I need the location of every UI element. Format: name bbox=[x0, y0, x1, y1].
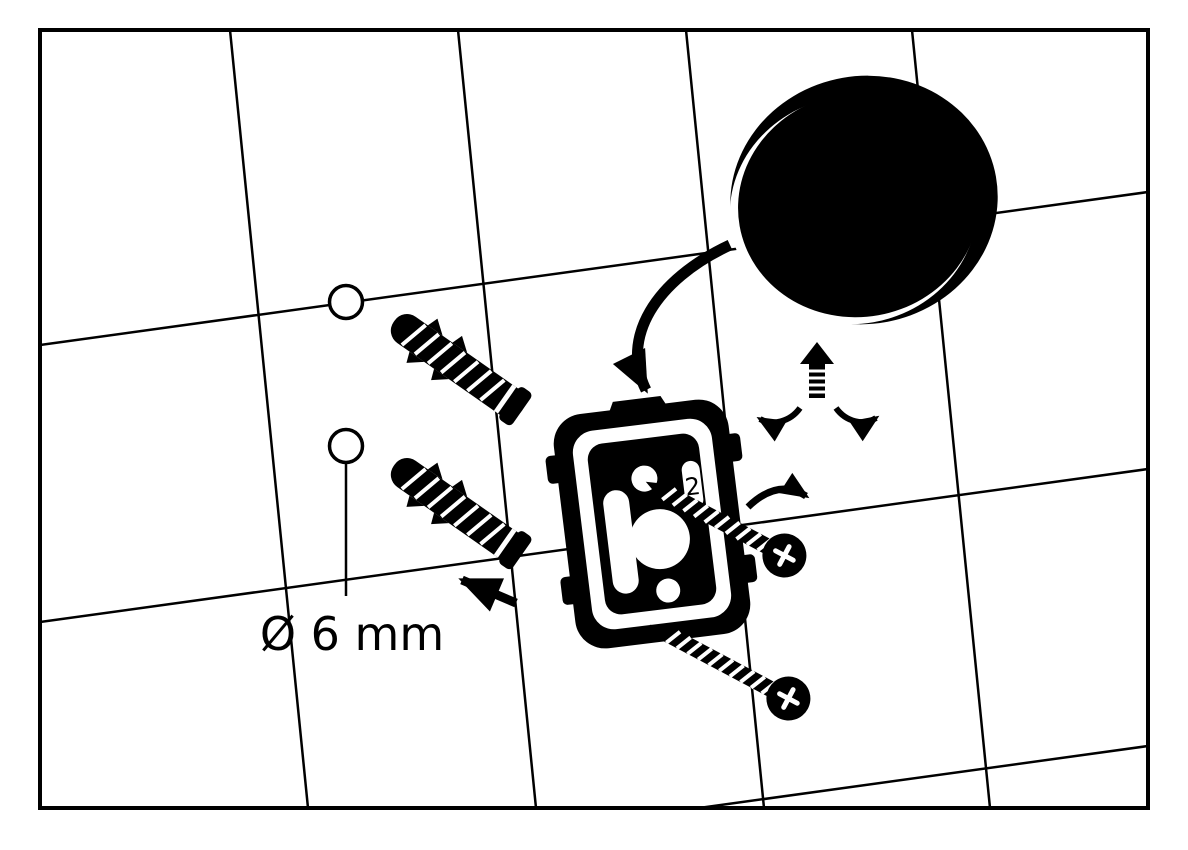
mounting-plate: 2 bbox=[545, 396, 758, 649]
plate-marking: 2 bbox=[683, 472, 702, 502]
attach-arrow bbox=[612, 240, 733, 394]
keyhole-slot bbox=[603, 490, 639, 594]
drill-hole-top bbox=[327, 283, 365, 321]
phillips-cross-icon bbox=[777, 687, 800, 710]
cover-disc bbox=[729, 75, 998, 325]
drill-holes: Ø 6 mm bbox=[260, 283, 444, 661]
phillips-cross-icon bbox=[773, 544, 796, 567]
wall-anchor-bottom bbox=[390, 458, 532, 570]
center-hole bbox=[629, 509, 690, 570]
screw-top bbox=[645, 481, 807, 578]
insert-arrow bbox=[458, 575, 518, 612]
wall-anchor-top bbox=[390, 314, 532, 426]
twist-arrow-left bbox=[756, 406, 803, 442]
screw-hole-bottom bbox=[656, 578, 681, 603]
twist-arrow-right bbox=[833, 406, 880, 442]
screw-turn-arrow bbox=[745, 472, 810, 510]
drill-diameter-label: Ø 6 mm bbox=[260, 607, 444, 661]
screw-bottom bbox=[649, 624, 811, 721]
drill-hole-bottom bbox=[327, 427, 365, 465]
push-arrow bbox=[800, 342, 834, 398]
